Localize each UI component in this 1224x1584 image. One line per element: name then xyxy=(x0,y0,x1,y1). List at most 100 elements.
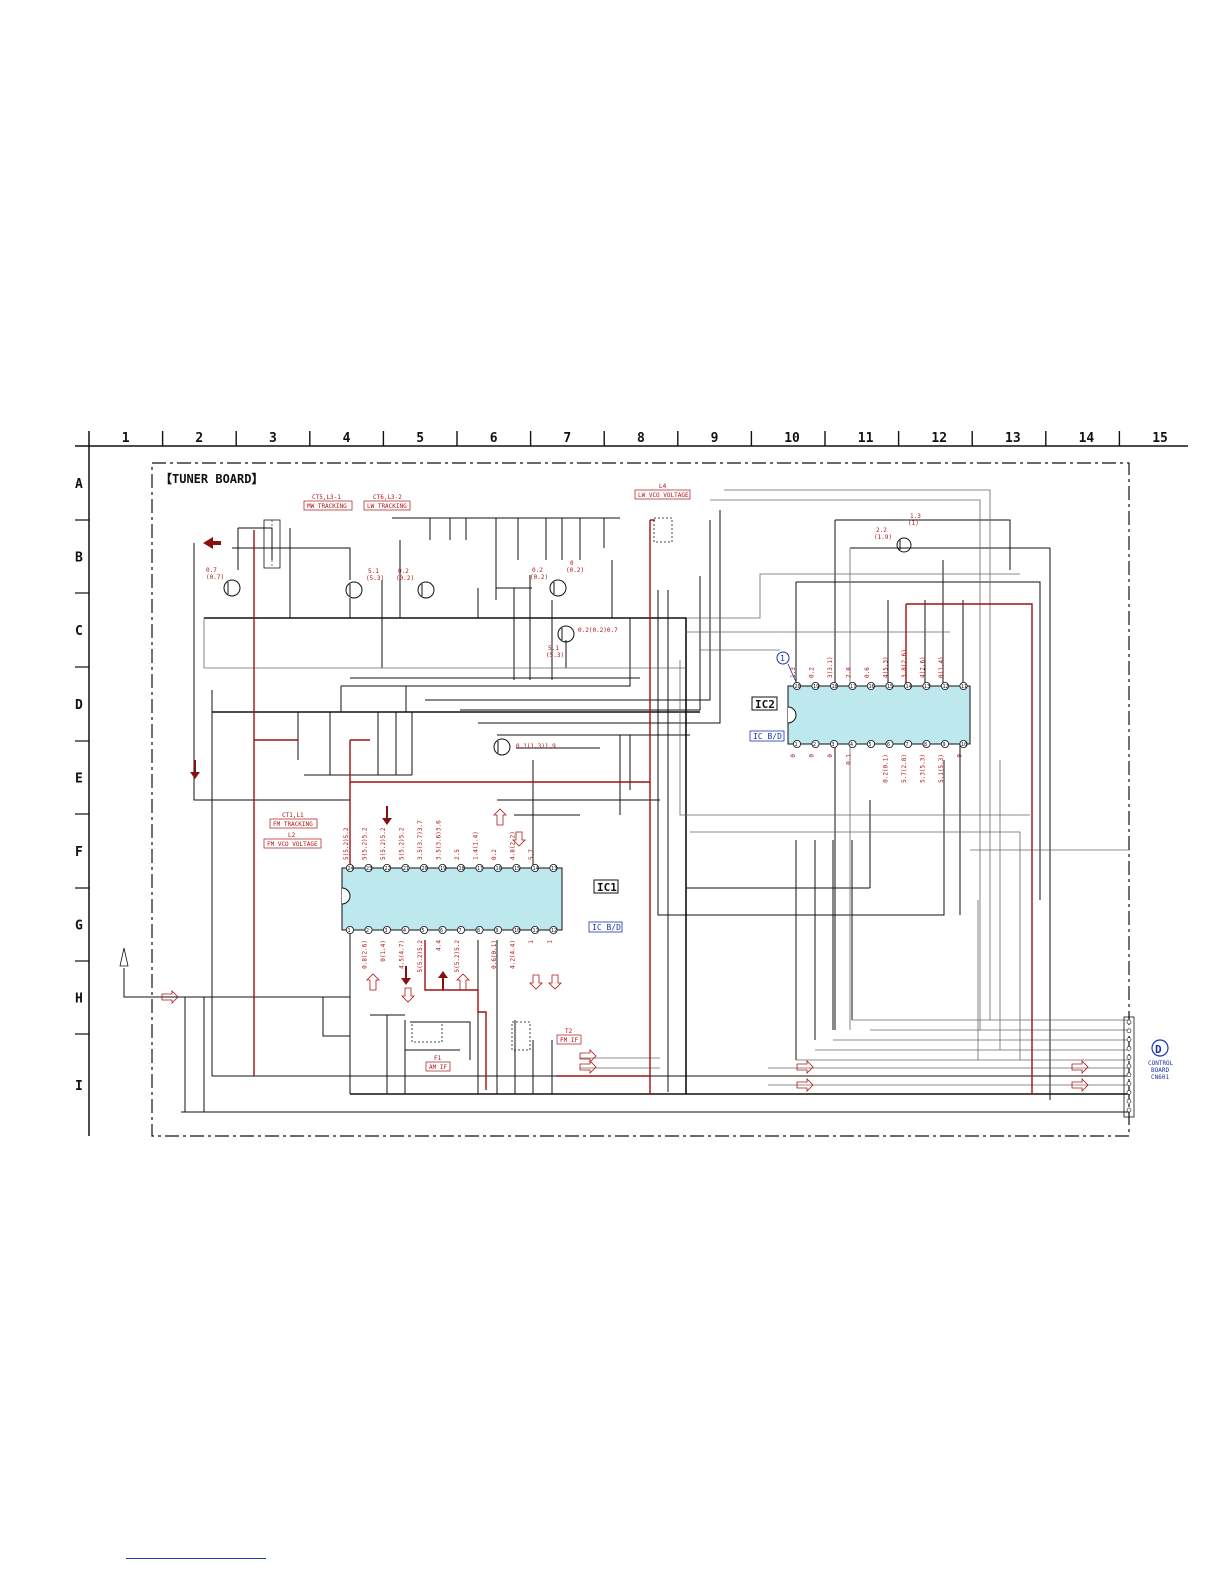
pin-voltage: 0.2 xyxy=(809,667,816,678)
antenna-icon xyxy=(119,947,129,967)
pin-number: 17 xyxy=(850,684,856,690)
transistor-q9: 2.2 (1.9) xyxy=(874,527,892,541)
svg-text:(0.2): (0.2) xyxy=(396,575,414,582)
pin-number: 8 xyxy=(477,928,480,934)
ic-pin xyxy=(456,864,465,873)
pin-voltage: 4.2(4.4) xyxy=(510,940,517,969)
pin-voltage: 3.5(3.6)3.6 xyxy=(436,820,443,860)
connector-pin xyxy=(1126,1028,1132,1034)
pin-number: 23 xyxy=(366,866,372,872)
pin-number: 16 xyxy=(869,684,875,690)
pin-number: 2 xyxy=(813,742,816,748)
pin-voltage: 0(1.4) xyxy=(380,940,387,962)
svg-text:L2: L2 xyxy=(288,832,296,839)
ic-pin xyxy=(382,864,391,873)
transistor-q10: 1.3 (1) xyxy=(896,513,921,553)
pin-voltage: 0 xyxy=(790,754,797,758)
pin-number: 16 xyxy=(496,866,502,872)
ic-pin xyxy=(885,740,894,749)
svg-text:2.2: 2.2 xyxy=(876,527,887,534)
tracking-label-lw: CT6,L3-2 LW TRACKING xyxy=(363,494,411,511)
pin-number: 15 xyxy=(514,866,520,872)
pin-voltage: 4(2.6) xyxy=(920,656,927,678)
pin-number: 7 xyxy=(906,742,909,748)
svg-text:(1.9): (1.9) xyxy=(874,534,892,541)
pin-number: 21 xyxy=(403,866,409,872)
row-label: H xyxy=(75,992,83,1007)
pin-number: 9 xyxy=(496,928,499,934)
pin-number: 19 xyxy=(813,684,819,690)
row-label: A xyxy=(75,477,83,492)
connector-letter: D xyxy=(1155,1043,1162,1056)
svg-text:L4: L4 xyxy=(659,483,667,490)
pin-voltage: 0(1.4) xyxy=(938,656,945,678)
black-wiring xyxy=(123,510,1130,1113)
ic-pin xyxy=(922,740,931,749)
pin-voltage: 5(5.2)5.2 xyxy=(417,940,424,973)
fm-tracking-label: CT1,L1 FM TRACKING xyxy=(269,812,318,829)
transistor-q1: 0.7 (0.7) xyxy=(206,567,241,597)
pin-number: 6 xyxy=(440,928,443,934)
board-outline xyxy=(151,462,1130,1137)
ic-pin xyxy=(885,682,894,691)
ic-pin xyxy=(867,682,876,691)
svg-text:(1): (1) xyxy=(908,520,919,527)
row-label: C xyxy=(75,624,83,639)
ic-pin xyxy=(549,864,558,873)
footer-link-underline xyxy=(126,1558,266,1559)
ic-pin xyxy=(345,864,354,873)
ic-pin xyxy=(867,740,876,749)
pin-voltage: 1 xyxy=(528,940,535,944)
column-label: 11 xyxy=(858,431,874,446)
svg-text:0.1(1.3)1.9: 0.1(1.3)1.9 xyxy=(516,743,556,750)
pin-voltage: 5(5.2)5.2 xyxy=(399,827,406,860)
column-label: 6 xyxy=(490,431,498,446)
ic-pin xyxy=(475,926,484,935)
pin-number: 3 xyxy=(385,928,388,934)
column-label: 8 xyxy=(637,431,645,446)
pin-number: 3 xyxy=(832,742,835,748)
pin-number: 4 xyxy=(403,928,406,934)
svg-text:T2: T2 xyxy=(565,1028,573,1035)
ic-pin xyxy=(811,740,820,749)
svg-text:FM IF: FM IF xyxy=(560,1037,578,1044)
ic-pin xyxy=(904,740,913,749)
pin-voltage: 4.4 xyxy=(436,940,443,951)
column-label: 5 xyxy=(416,431,424,446)
row-label: D xyxy=(75,698,83,713)
ic-pin xyxy=(512,926,521,935)
pin-voltage: 0.6 xyxy=(864,667,871,678)
pin-number: 1 xyxy=(348,928,351,934)
column-label: 14 xyxy=(1079,431,1095,446)
row-label: B xyxy=(75,551,83,566)
ic-pin xyxy=(512,864,521,873)
connector-pin xyxy=(1126,1063,1132,1069)
svg-text:F1: F1 xyxy=(434,1055,442,1062)
pin-number: 14 xyxy=(906,684,912,690)
ic-pin xyxy=(922,682,931,691)
connector-line3: CN601 xyxy=(1151,1074,1169,1081)
ic-pin xyxy=(531,864,540,873)
ic-pin xyxy=(793,740,802,749)
svg-text:(0.7): (0.7) xyxy=(206,574,224,581)
svg-text:0.2(0.2)0.7: 0.2(0.2)0.7 xyxy=(578,627,618,634)
connector-pin xyxy=(1126,1107,1132,1113)
svg-text:0: 0 xyxy=(570,560,574,567)
connector-cn601: D CONTROL BOARD CN601 xyxy=(1123,1016,1174,1118)
connector-pin xyxy=(1126,1072,1132,1078)
red-wiring xyxy=(253,519,1033,1094)
ic-pin xyxy=(959,682,968,691)
svg-text:FM VCO VOLTAGE: FM VCO VOLTAGE xyxy=(267,841,318,848)
ic-pin xyxy=(493,864,502,873)
ic-pin xyxy=(830,740,839,749)
ic-pin xyxy=(848,682,857,691)
ic-pin xyxy=(811,682,820,691)
fm-vco-voltage-label: L2 FM VCO VOLTAGE xyxy=(263,832,322,849)
pin-voltage: 0 xyxy=(827,754,834,758)
transistor-q6: 0.2(0.2)0.7 xyxy=(557,625,618,643)
pin-number: 11 xyxy=(961,684,967,690)
pin-number: 6 xyxy=(887,742,890,748)
